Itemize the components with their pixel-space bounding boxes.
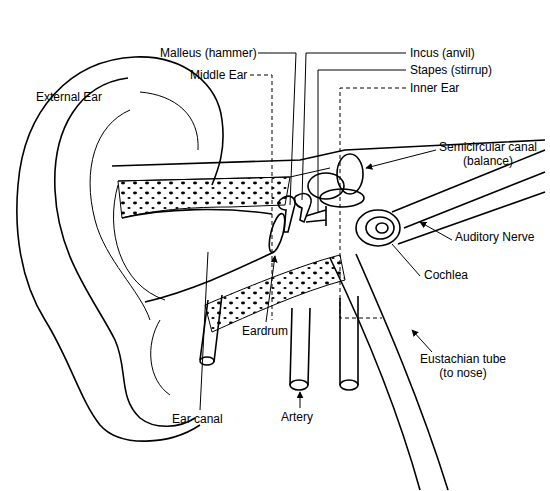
semicircular-canal-shape [337, 154, 363, 194]
leader-line [200, 252, 208, 410]
leader-arrow [420, 222, 452, 240]
part-label: Malleus (hammer) [160, 46, 257, 60]
cochlea-spiral [356, 210, 400, 246]
artery-end [290, 380, 308, 390]
leader-line [318, 70, 406, 212]
part-label: Cochlea [424, 268, 468, 282]
stapes-bone [306, 206, 326, 226]
artery-end [340, 380, 358, 390]
pinna-outline [17, 57, 223, 441]
leader-arrow [366, 150, 436, 168]
part-label: External Ear [36, 90, 102, 104]
part-label: Artery [281, 410, 313, 424]
malleus-bone [278, 196, 295, 232]
ear-canal-wall [122, 209, 272, 218]
part-label: Middle Ear [190, 68, 247, 82]
leader-arrow [266, 256, 275, 322]
part-label: Stapes (stirrup) [410, 63, 492, 77]
eustachian-tube-shape [330, 254, 448, 490]
cochlea-spiral [376, 223, 388, 233]
bone-section [205, 255, 345, 332]
part-label: Incus (anvil) [410, 46, 475, 60]
cochlea-spiral [366, 217, 394, 239]
leader-line [392, 244, 420, 276]
ear-canal-wall [145, 252, 274, 302]
part-label: Auditory Nerve [455, 230, 534, 244]
part-label: Inner Ear [410, 81, 459, 95]
part-label: Eardrum [242, 324, 288, 338]
leader-arrow [412, 330, 432, 352]
leader-arrow [300, 392, 301, 408]
bone-section [118, 177, 290, 218]
incus-bone [294, 194, 311, 222]
leader-line [258, 53, 296, 205]
part-label: Eustachian tube (to nose) [414, 352, 512, 380]
semicircular-canal-shape [320, 189, 364, 207]
artery-tube [340, 296, 358, 385]
helix-fold [55, 78, 195, 426]
part-label: Ear canal [172, 412, 223, 426]
part-label: Semicircular canal (balance) [432, 140, 544, 168]
artery-tube [290, 308, 310, 385]
boundary-dash [250, 75, 272, 320]
semicircular-canal-shape [308, 173, 344, 199]
boundary-dash [340, 88, 406, 318]
